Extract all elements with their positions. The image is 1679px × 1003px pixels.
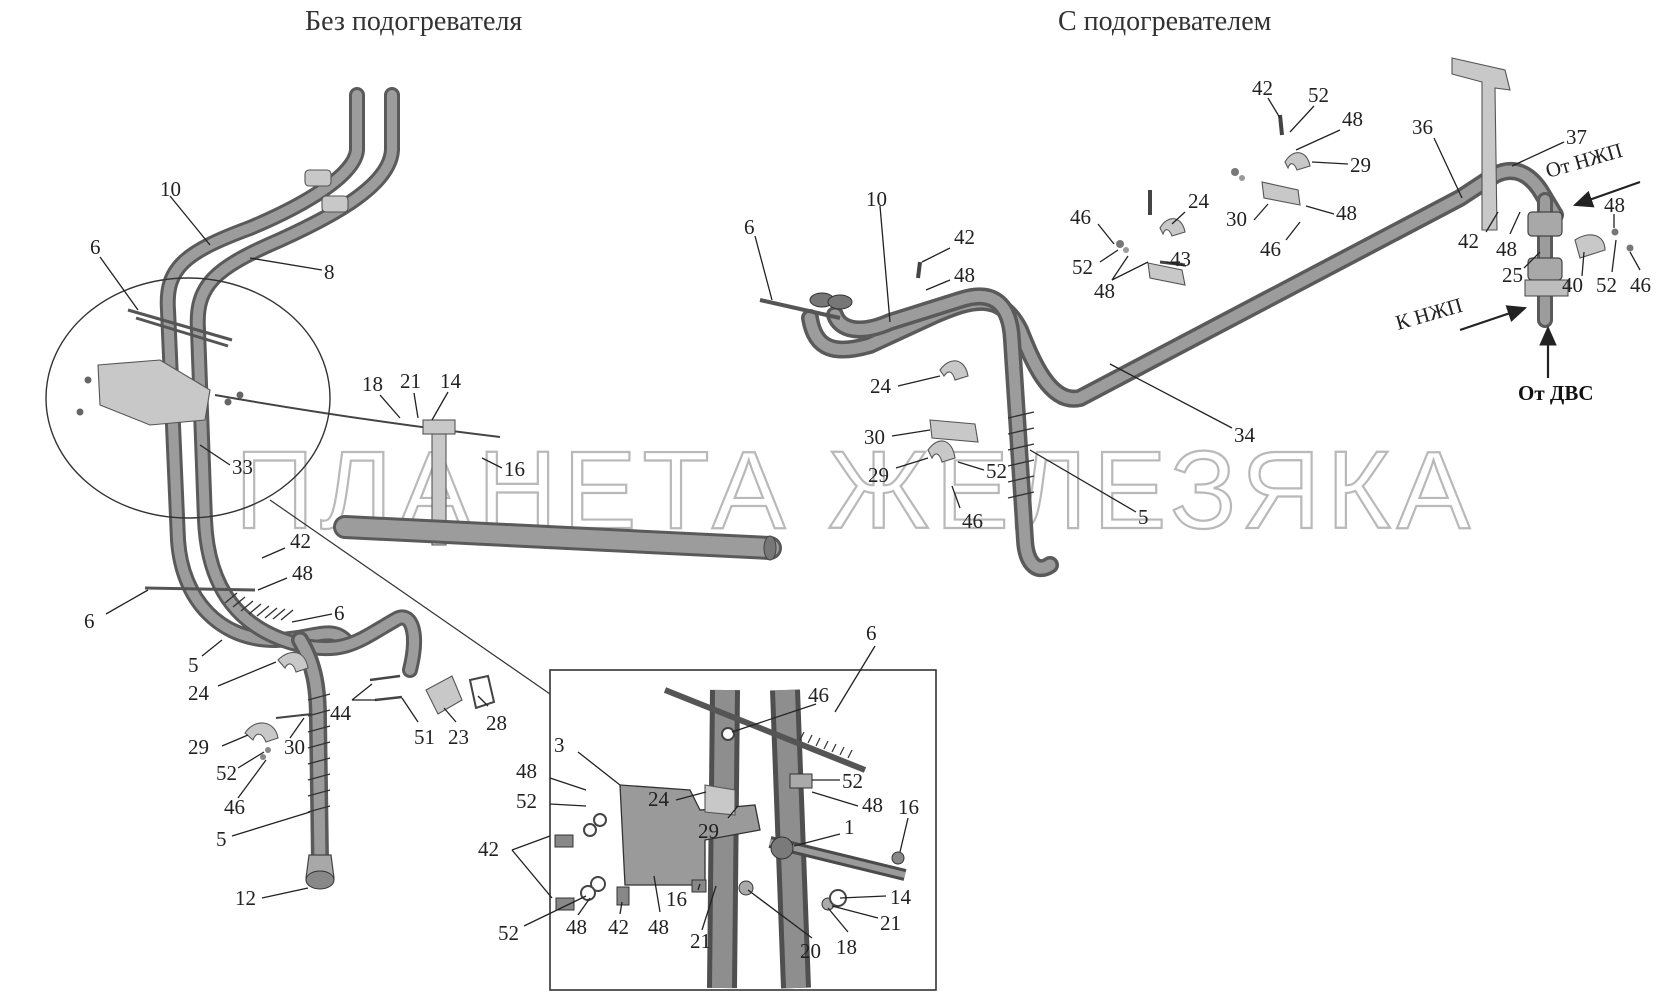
title-without-heater: Без подогревателя: [305, 6, 523, 37]
callout: 30: [864, 425, 885, 449]
callout: 29: [188, 735, 209, 759]
callout: 51: [414, 725, 435, 749]
callout: 48: [862, 793, 883, 817]
callout: 16: [666, 887, 687, 911]
detail-circle: [45, 277, 331, 519]
callout: 52: [516, 789, 537, 813]
label-from-dvs: От ДВС: [1518, 381, 1594, 405]
callout: 52: [498, 921, 519, 945]
callout: 10: [160, 177, 181, 201]
callout: 20: [800, 939, 821, 963]
callout: 42: [290, 529, 311, 553]
callout: 52: [216, 761, 237, 785]
callout: 29: [1350, 153, 1371, 177]
callout: 14: [440, 369, 462, 393]
left-callouts: 10 8 6 33 18 21 14 16 42 48 6 6 5: [84, 177, 525, 910]
callout: 24: [1188, 189, 1210, 213]
callout: 48: [1604, 193, 1625, 217]
callout: 40: [1562, 273, 1583, 297]
callout: 3: [554, 733, 565, 757]
callout: 29: [868, 463, 889, 487]
callout: 48: [1336, 201, 1357, 225]
callout: 52: [1308, 83, 1329, 107]
inset-detail: [549, 669, 937, 991]
callout: 21: [400, 369, 421, 393]
inset-callouts: 6 46 3 48 52 42 52 48 42 48 24 29 52: [478, 621, 919, 963]
callout: 6: [334, 601, 345, 625]
callout: 12: [235, 886, 256, 910]
callout: 6: [90, 235, 101, 259]
callout: 6: [866, 621, 877, 645]
callout: 24: [648, 787, 670, 811]
callout: 48: [648, 915, 669, 939]
callout: 42: [1458, 229, 1479, 253]
left-pipe-assembly: [76, 87, 782, 890]
callout: 23: [448, 725, 469, 749]
callout: 5: [216, 827, 227, 851]
callout: 43: [1170, 247, 1191, 271]
callout: 18: [362, 372, 383, 396]
title-with-heater: С подогревателем: [1058, 6, 1272, 37]
callout: 37: [1566, 125, 1587, 149]
callout: 30: [284, 735, 305, 759]
callout: 48: [1342, 107, 1363, 131]
callout: 52: [1072, 255, 1093, 279]
right-pipe-assembly: [759, 57, 1641, 578]
callout: 14: [890, 885, 912, 909]
callout: 29: [698, 819, 719, 843]
callout: 16: [504, 457, 525, 481]
callout: 25: [1502, 263, 1523, 287]
callout: 10: [866, 187, 887, 211]
callout: 48: [1094, 279, 1115, 303]
callout: 52: [986, 459, 1007, 483]
callout: 34: [1234, 423, 1256, 447]
callout: 46: [1260, 237, 1281, 261]
callout: 6: [744, 215, 755, 239]
callout: 30: [1226, 207, 1247, 231]
callout: 24: [188, 681, 210, 705]
callout: 42: [608, 915, 629, 939]
callout: 28: [486, 711, 507, 735]
callout: 33: [232, 455, 253, 479]
callout: 42: [1252, 76, 1273, 100]
callout: 46: [962, 509, 983, 533]
callout: 52: [1596, 273, 1617, 297]
callout: 46: [808, 683, 829, 707]
callout: 1: [844, 815, 855, 839]
callout: 18: [836, 935, 857, 959]
callout: 8: [324, 260, 335, 284]
callout: 46: [224, 795, 245, 819]
callout: 6: [84, 609, 95, 633]
callout: 16: [898, 795, 919, 819]
callout: 21: [880, 911, 901, 935]
callout: 48: [516, 759, 537, 783]
callout: 48: [292, 561, 313, 585]
callout: 24: [870, 374, 892, 398]
callout: 5: [188, 653, 199, 677]
callout: 48: [1496, 237, 1517, 261]
callout: 21: [690, 929, 711, 953]
callout: 48: [954, 263, 975, 287]
callout: 46: [1070, 205, 1091, 229]
callout: 36: [1412, 115, 1433, 139]
callout: 44: [330, 701, 352, 725]
callout: 46: [1630, 273, 1651, 297]
callout: 42: [954, 225, 975, 249]
right-callouts: 6 10 42 48 24 30 29 52 46 5 34 46 52: [744, 76, 1651, 533]
callout: 52: [842, 769, 863, 793]
label-to-nzhp: К НЖП: [1393, 293, 1465, 335]
callout: 42: [478, 837, 499, 861]
callout: 48: [566, 915, 587, 939]
callout: 5: [1138, 505, 1149, 529]
